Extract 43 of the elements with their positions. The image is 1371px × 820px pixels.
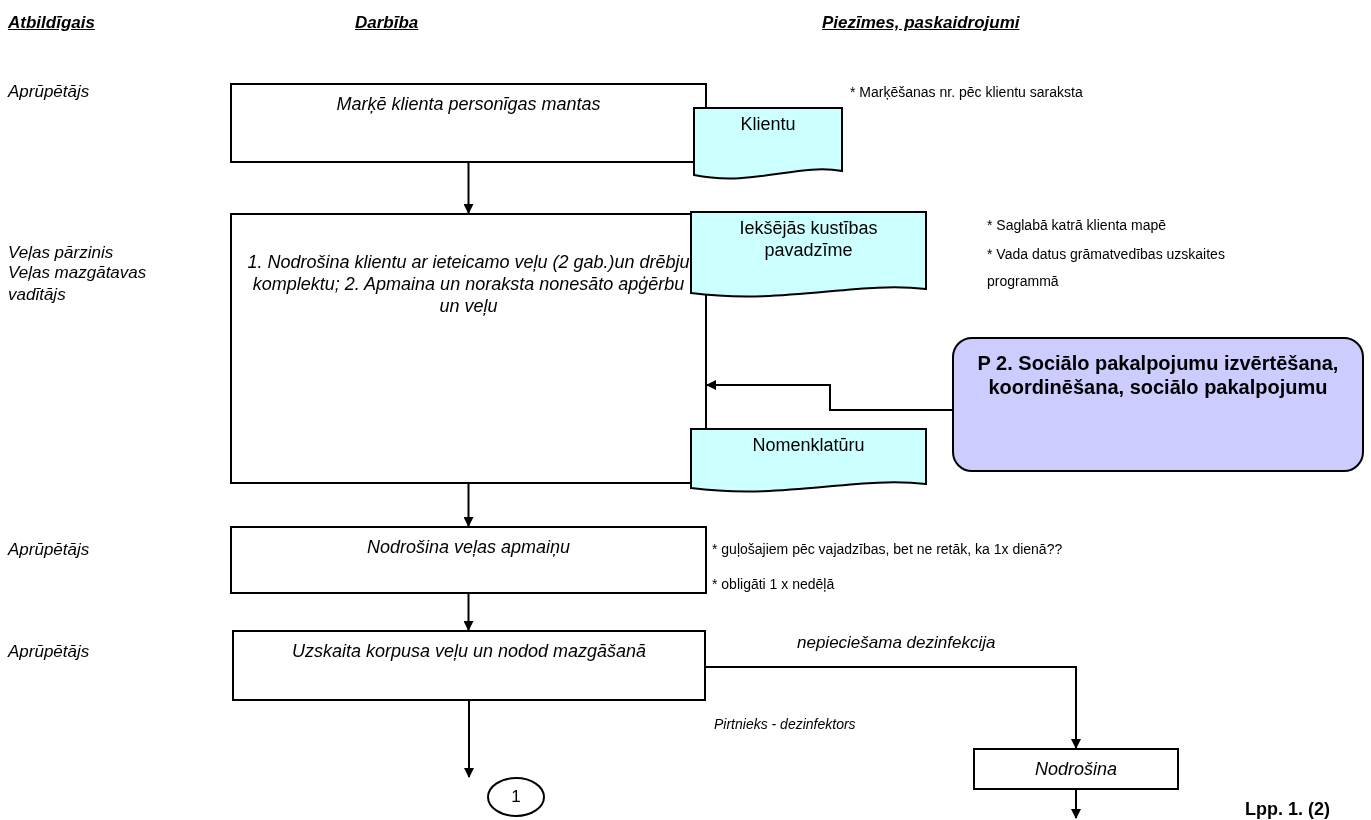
connector-circle — [487, 777, 545, 817]
role-label: Aprūpētājs — [8, 539, 91, 561]
node-text: 1. Nodrošina klientu ar ieteicamo veļu (2 gab.)un drēbju komplektu; 2. Apmaina un noraksta nonesāto apģērbu un veļu — [246, 251, 691, 317]
arrow — [463, 483, 474, 527]
note-text: * Marķēšanas nr. pēc klientu saraksta — [850, 83, 1084, 102]
node-text: P 2. Sociālo pakalpojumu izvērtēšana, koordinēšana, sociālo pakalpojumu — [976, 351, 1340, 399]
column-heading: Atbildīgais — [8, 12, 96, 34]
edge-label: nepieciešama dezinfekcija — [797, 633, 996, 653]
role-label: Veļas pārzinis — [8, 242, 115, 264]
role-label: Aprūpētājs — [8, 641, 91, 663]
document-shape — [690, 211, 927, 297]
document-shape — [690, 428, 927, 492]
note-text: * Vada datus grāmatvedības uzskaites programmā — [987, 245, 1226, 291]
arrow — [1071, 789, 1081, 819]
process-box — [230, 526, 707, 594]
process-box — [232, 630, 706, 701]
note-text: * obligāti 1 x nedēļā — [712, 575, 836, 594]
node-text: 1 — [511, 786, 521, 809]
process-box — [230, 83, 707, 163]
role-label: Veļas mazgātavas vadītājs — [8, 262, 148, 306]
note-text: * guļošajiem pēc vajadzības, bet ne retāk, ka 1x dienā?? — [712, 540, 1064, 559]
role-label: Aprūpētājs — [8, 81, 91, 103]
node-text: Iekšējās kustības pavadzīme — [738, 217, 879, 261]
arrow — [463, 162, 474, 214]
node-text: Nomenklatūru — [752, 434, 865, 456]
process-box — [973, 748, 1179, 790]
note-text: Pirtnieks - dezinfektors — [714, 715, 857, 734]
column-heading: Piezīmes, paskaidrojumi — [822, 12, 1021, 34]
arrow — [463, 593, 474, 631]
process-box — [230, 213, 707, 484]
node-text: Uzskaita korpusa veļu un nodod mazgāšanā — [291, 640, 647, 662]
process-reference-box — [952, 337, 1364, 472]
node-text: Marķē klienta personīgas mantas — [336, 93, 601, 115]
arrow — [706, 380, 953, 411]
column-heading: Darbība — [355, 12, 420, 34]
arrow — [464, 700, 474, 778]
arrow — [705, 666, 1081, 749]
document-shape — [693, 107, 843, 179]
node-text: Nodrošina veļas apmaiņu — [366, 536, 571, 558]
note-text: * Saglabā katrā klienta mapē — [987, 216, 1167, 235]
node-text: Nodrošina — [1034, 758, 1117, 780]
page-number: Lpp. 1. (2) — [1245, 798, 1331, 820]
node-text: Klientu — [740, 113, 796, 135]
